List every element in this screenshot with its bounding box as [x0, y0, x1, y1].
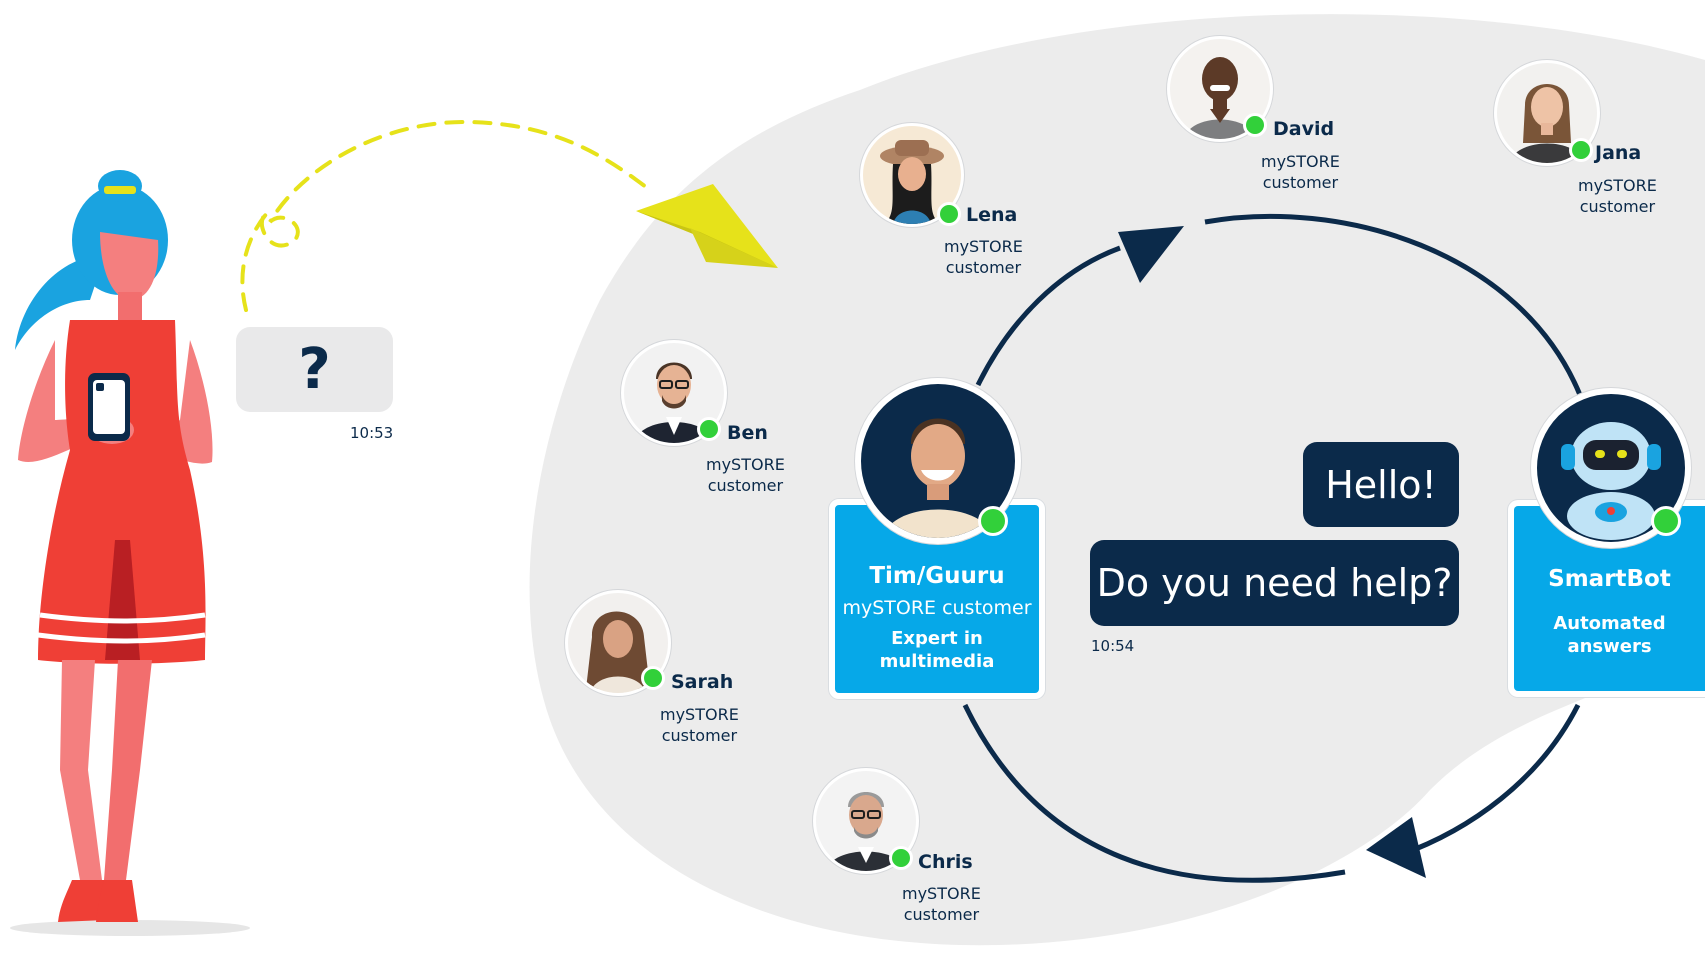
- cycle-arrow-icon: [962, 213, 1583, 883]
- question-time: 10:53: [350, 424, 394, 442]
- expert-role: mySTORE customer: [842, 597, 1032, 619]
- paper-plane-icon: [636, 184, 778, 268]
- avatar-smartbot[interactable]: [1531, 388, 1691, 548]
- person-icon: [880, 140, 944, 224]
- member-name-ben: Ben: [727, 422, 768, 444]
- member-name-jana: Jana: [1595, 142, 1642, 164]
- avatar-lena[interactable]: [860, 123, 964, 227]
- member-role-ben: mySTORE customer: [706, 455, 785, 495]
- expert-description: Expert in multimedia: [879, 628, 995, 672]
- expert-name: Tim/Guuru: [869, 563, 1005, 589]
- person-icon: [634, 362, 714, 443]
- member-role-lena: mySTORE customer: [944, 237, 1023, 277]
- robot-icon: [1561, 422, 1661, 540]
- expert-card[interactable]: Tim/Guuru mySTORE customer Expert in mul…: [829, 499, 1045, 699]
- member-name-sarah: Sarah: [671, 671, 734, 693]
- member-role-jana: mySTORE customer: [1578, 176, 1657, 216]
- online-status-expert: [978, 506, 1008, 536]
- bot-name: SmartBot: [1548, 566, 1671, 592]
- chat-bubble-question: Do you need help?: [1090, 540, 1459, 626]
- online-status-lena: [937, 202, 961, 226]
- avatar-sarah[interactable]: [565, 590, 671, 696]
- online-status-sarah: [641, 666, 665, 690]
- member-name-lena: Lena: [966, 204, 1018, 226]
- person-icon: [586, 611, 650, 693]
- woman-illustration: [10, 170, 250, 936]
- chat-bubble-greeting: Hello!: [1303, 442, 1459, 527]
- member-name-chris: Chris: [918, 851, 973, 873]
- member-role-sarah: mySTORE customer: [660, 705, 739, 745]
- person-icon: [1509, 84, 1585, 163]
- person-icon: [883, 418, 993, 538]
- chat-time: 10:54: [1091, 637, 1135, 655]
- member-role-david: mySTORE customer: [1261, 152, 1340, 192]
- community-area: [529, 14, 1705, 946]
- online-status-ben: [697, 417, 721, 441]
- person-icon: [826, 792, 906, 871]
- arrowhead-bottom: [1366, 817, 1426, 878]
- online-status-david: [1243, 113, 1267, 137]
- question-mark: ?: [298, 337, 331, 402]
- smartphone-icon: [88, 373, 130, 441]
- online-status-chris: [889, 846, 913, 870]
- online-status-jana: [1569, 138, 1593, 162]
- flight-path: [240, 119, 652, 312]
- arrowhead-top: [1118, 226, 1184, 283]
- bot-description: Automated answers: [1553, 613, 1666, 657]
- member-name-david: David: [1273, 118, 1335, 140]
- person-icon: [1184, 57, 1256, 139]
- member-role-chris: mySTORE customer: [902, 884, 981, 924]
- online-status-smartbot: [1651, 506, 1681, 536]
- question-bubble: ?: [236, 327, 393, 412]
